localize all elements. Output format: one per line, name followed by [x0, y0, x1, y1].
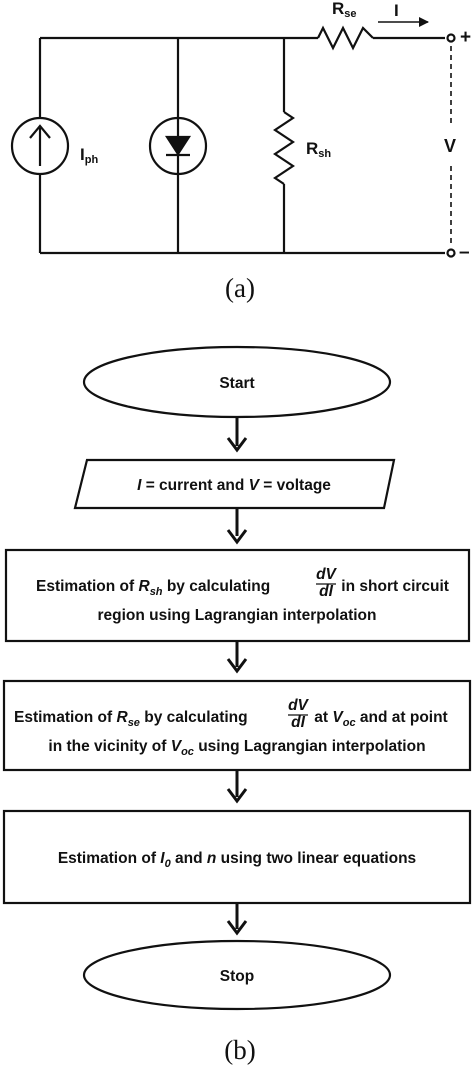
- step2-frac-num: dV: [288, 697, 309, 714]
- step-estimate-i0-n: [2, 809, 472, 905]
- rse-label: Rse: [332, 0, 357, 20]
- start-label: Start: [219, 375, 254, 392]
- flow-arrowheads: [226, 437, 248, 936]
- arrowhead-3: [226, 658, 248, 674]
- up-arrow-head: [29, 124, 51, 139]
- caption-a: (a): [225, 273, 255, 303]
- arrowhead-1: [226, 437, 248, 453]
- iph-label: Iph: [80, 145, 98, 166]
- flowchart: [2, 345, 472, 1011]
- step1-line1-left: Estimation of Rsh by calculating: [36, 578, 275, 598]
- input-parallelogram: [73, 458, 396, 510]
- input-label: I = current and V = voltage: [137, 477, 331, 494]
- current-label: I: [394, 1, 399, 20]
- positive-terminal: [446, 33, 456, 43]
- step-estimate-rse: [2, 679, 472, 772]
- caption-b: (b): [224, 1035, 255, 1065]
- arrowhead-5: [226, 920, 248, 936]
- step2-line2: in the vicinity of Voc using Lagrangian …: [48, 738, 425, 758]
- series-resistor-rse: [317, 25, 374, 51]
- start-terminator: [82, 345, 392, 419]
- step1-frac-den: dI: [319, 583, 333, 600]
- stop-terminator: [82, 939, 392, 1011]
- step1-line2: region using Lagrangian interpolation: [97, 607, 376, 624]
- step1-text: Estimation of Rsh by calculating dV dI i…: [36, 566, 449, 624]
- minus-label: –: [459, 242, 470, 263]
- plus-label: +: [460, 27, 471, 48]
- step1-frac-num: dV: [316, 566, 337, 583]
- step2-frac-den: dI: [291, 714, 305, 731]
- diode-symbol: [164, 135, 192, 157]
- step1-line1-right: in short circuit: [337, 578, 449, 595]
- step2-line1-left: Estimation of Rse by calculating: [14, 709, 252, 729]
- arrowhead-2: [226, 529, 248, 545]
- shunt-resistor-rsh: [273, 111, 295, 185]
- step2-text: Estimation of Rse by calculating dV dI a…: [14, 697, 448, 758]
- arrowhead-4: [226, 788, 248, 804]
- step3-label: Estimation of I0 and n using two linear …: [58, 850, 416, 870]
- step2-line1-right: at Voc and at point: [310, 709, 448, 729]
- stop-label: Stop: [220, 968, 254, 985]
- rsh-label: Rsh: [306, 139, 331, 160]
- voltage-label: V: [444, 136, 456, 156]
- negative-terminal: [446, 248, 456, 258]
- circuit-diagram: [10, 17, 456, 258]
- step-estimate-rsh: [4, 548, 471, 643]
